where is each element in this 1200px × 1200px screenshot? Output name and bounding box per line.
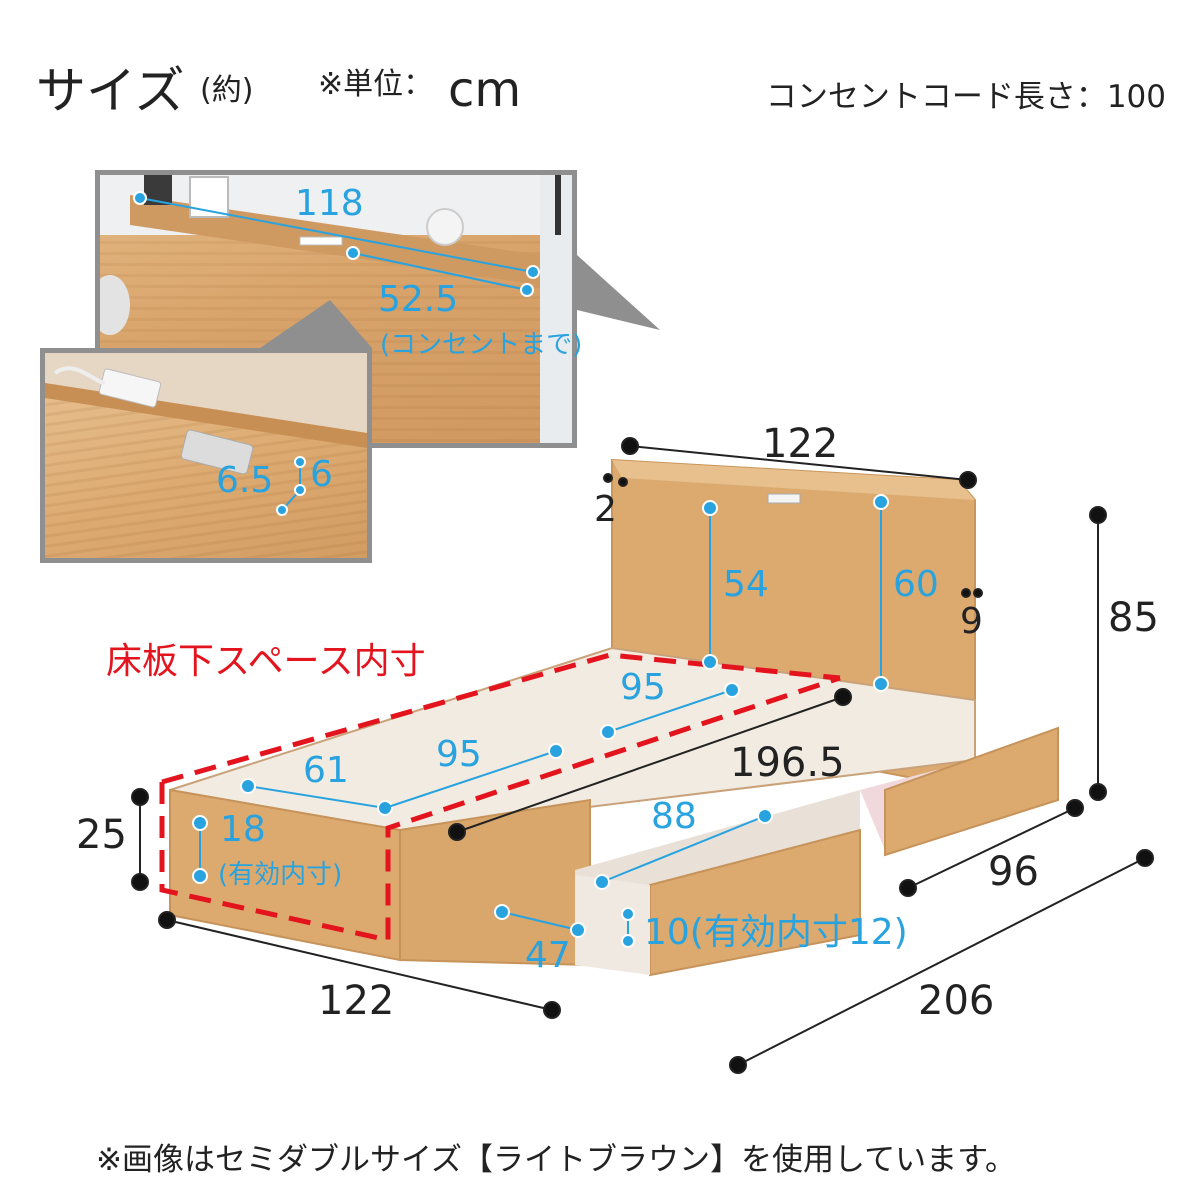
headboard-shelf-illustration (100, 175, 572, 443)
footer-note: ※画像はセミダブルサイズ【ライトブラウン】を使用しています。 (96, 1142, 1017, 1178)
shelf-width-label: 118 (295, 183, 364, 224)
storage-space-title: 床板下スペース内寸 (106, 641, 426, 682)
outlet-slot-icon (299, 236, 343, 246)
outlet-distance-note: (コンセントまで) (380, 330, 583, 360)
drawer-length-label: 88 (651, 796, 697, 837)
total-height-label: 85 (1108, 595, 1159, 641)
inset-pointer-2 (260, 300, 372, 348)
outlet-height-label: 6 (310, 454, 333, 495)
storage-length-95-rear-label: 95 (620, 667, 666, 708)
headboard-inner-60-label: 60 (893, 564, 939, 605)
unit-label: ※単位： (318, 67, 434, 102)
front-width-label: 122 (318, 978, 395, 1024)
headboard-outlet-icon (767, 493, 801, 504)
storage-space-outline (159, 652, 841, 944)
blue-dimension-lines (133, 191, 889, 948)
alarm-clock-icon (426, 208, 464, 246)
total-length-label: 206 (918, 978, 995, 1024)
side-height-label: 25 (76, 812, 127, 858)
headboard-thickness-label: 9 (960, 601, 983, 642)
storage-depth-61-label: 61 (303, 750, 349, 791)
drawer-height-label: 10(有効内寸12) (644, 912, 908, 953)
rear-drawer (884, 726, 1059, 857)
headboard-inner-54-label: 54 (723, 564, 769, 605)
outlet-closeup-photo (40, 348, 372, 563)
drawer-area-depth-label: 96 (988, 849, 1039, 895)
inset-pointer (577, 255, 660, 330)
headboard-width-label: 122 (762, 421, 839, 467)
black-dimension-lines (131, 437, 1154, 1074)
bed-base (169, 646, 1059, 977)
diagonal-length-label: 196.5 (730, 740, 845, 786)
drawer-width-label: 47 (525, 935, 571, 976)
unit-value: cm (448, 62, 522, 118)
outlet-closeup-illustration (45, 353, 367, 475)
storage-height-note: (有効内寸) (218, 860, 343, 890)
title-approx-label: (約) (200, 73, 254, 108)
outlet-width-label: 6.5 (216, 460, 274, 501)
power-cord-icon (53, 366, 106, 385)
headboard-top-depth-label: 2 (594, 489, 617, 530)
storage-height-18-label: 18 (220, 809, 266, 850)
page-title: サイズ (36, 62, 185, 120)
storage-length-95-front-label: 95 (436, 734, 482, 775)
outlet-distance-label: 52.5 (378, 279, 459, 320)
smartphone-icon (180, 429, 254, 475)
cord-length-label: コンセントコード長さ：100 (765, 79, 1166, 115)
